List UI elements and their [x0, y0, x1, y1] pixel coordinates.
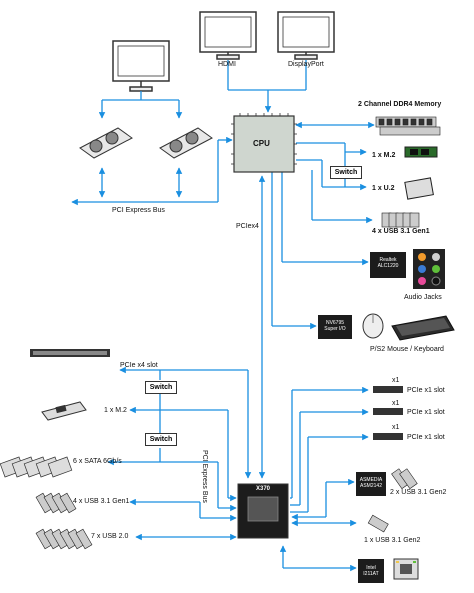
- monitor-hdmi-label: HDMI: [218, 61, 236, 68]
- usb-connectors-icon: [381, 212, 420, 228]
- sata-label: 6 x SATA 6Gb/s: [73, 458, 122, 465]
- lan-port-icon: [393, 558, 419, 580]
- usb20-left-icon: [35, 528, 93, 550]
- pciex4-label: PCIex4: [236, 223, 259, 230]
- u2-label: 1 x U.2: [372, 185, 395, 192]
- usb31-gen1-left-icon: [35, 492, 77, 514]
- pci-express-bus-label: PCI Express Bus: [112, 207, 165, 214]
- m2-top-label: 1 x M.2: [372, 152, 396, 159]
- pcie-x1-slot-label-a: PCIe x1 slot: [407, 387, 445, 394]
- graphics-card-right-icon: [159, 127, 213, 159]
- mouse-icon: [362, 313, 384, 339]
- pcie-x1-slot-icons: [373, 386, 403, 440]
- monitor-left-icon: [112, 40, 170, 92]
- cpu-chip: [231, 113, 297, 173]
- usb20-label: 7 x USB 2.0: [91, 533, 129, 540]
- realtek-chip: [370, 252, 406, 278]
- monitor-displayport-icon: [277, 11, 335, 60]
- pcie-x4-slot-icon: [30, 349, 110, 357]
- intel-chip: [358, 559, 384, 583]
- ddr4-memory-icon: [375, 116, 441, 136]
- usb31-gen2-icons: [367, 468, 418, 533]
- pcie-x1-slot-label-c: PCIe x1 slot: [407, 434, 445, 441]
- u2-drive-icon: [404, 177, 434, 200]
- audio-jacks-label: Audio Jacks: [404, 294, 442, 301]
- pcie-x4-slot-label: PCIe x4 slot: [120, 362, 158, 369]
- x1-label-a: x1: [392, 377, 400, 384]
- x370-chip: [237, 483, 289, 539]
- switch-left-2: Switch: [145, 433, 177, 446]
- keyboard-icon: [391, 315, 455, 341]
- usb31-gen1-left-label: 4 x USB 3.1 Gen1: [73, 498, 130, 505]
- m2-left-label: 1 x M.2: [104, 407, 127, 414]
- usb31-gen1-top-label: 4 x USB 3.1 Gen1: [372, 228, 430, 235]
- sata-drives-icon: [0, 456, 73, 478]
- pcie-x1-slot-label-b: PCIe x1 slot: [407, 409, 445, 416]
- m2-card-left-icon: [41, 401, 87, 421]
- asmedia-chip: [356, 472, 386, 496]
- ps2-label: P/S2 Mouse / Keyboard: [370, 346, 444, 353]
- cpu-label: CPU: [253, 139, 270, 148]
- x1-label-c: x1: [392, 424, 400, 431]
- monitor-displayport-label: DisplayPort: [288, 61, 324, 68]
- graphics-card-left-icon: [79, 127, 133, 159]
- audio-jacks-icon: [413, 249, 445, 289]
- switch-cpu-m2: Switch: [330, 166, 362, 179]
- x1-label-b: x1: [392, 400, 400, 407]
- usb31-gen2-2x-label: 2 x USB 3.1 Gen2: [390, 489, 447, 496]
- monitor-hdmi-icon: [199, 11, 257, 60]
- usb31-gen2-1x-label: 1 x USB 3.1 Gen2: [364, 537, 421, 544]
- switch-left-1: Switch: [145, 381, 177, 394]
- x370-label: X370: [256, 486, 271, 492]
- nv6795-chip: [318, 315, 352, 339]
- ddr4-label: 2 Channel DDR4 Memory: [358, 101, 442, 108]
- pci-express-bus-side-label: PCI Express Bus: [201, 450, 208, 503]
- m2-card-icon: [404, 146, 438, 158]
